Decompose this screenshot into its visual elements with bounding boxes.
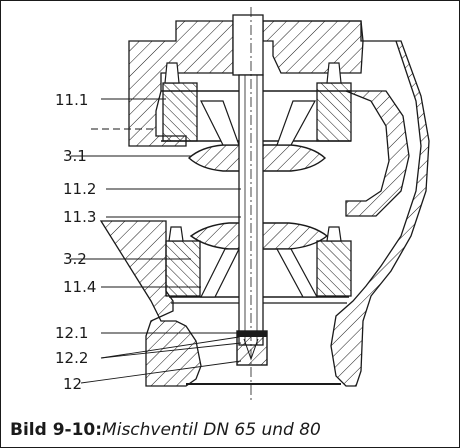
seat-ring-upper-left [162, 82, 198, 142]
seat-ring-lower-right [316, 240, 352, 297]
label-12: 12 [63, 375, 82, 393]
label-12-2: 12.2 [55, 349, 88, 367]
seat-lug-upper-right [326, 62, 342, 84]
valve-body-right-inner [262, 20, 364, 74]
nut-washer [237, 331, 267, 337]
label-3-2: 3.2 [63, 250, 87, 268]
valve-cross-section-drawing: 11.1 3.1 11.2 11.3 3.2 11.4 12.1 12.2 12 [55, 7, 430, 401]
seat-lug-lower-right [326, 226, 342, 242]
label-12-1: 12.1 [55, 324, 88, 342]
caption-text: Mischventil DN 65 und 80 [102, 420, 321, 440]
seat-lug-lower-left [168, 226, 184, 242]
label-11-4: 11.4 [63, 278, 96, 296]
seat-ring-lower-left [165, 240, 201, 297]
label-11-3: 11.3 [63, 208, 96, 226]
valve-body-right-cavity-wall [345, 90, 410, 217]
label-11-2: 11.2 [63, 180, 96, 198]
caption-number: Bild 9-10: [10, 420, 103, 440]
label-3-1: 3.1 [63, 147, 87, 165]
label-11-1: 11.1 [55, 91, 88, 109]
stem-guide-top [232, 14, 264, 76]
valve-body-left [128, 20, 234, 147]
figure-caption: Bild 9-10:Mischventil DN 65 und 80 [10, 420, 321, 440]
seat-lug-upper-left [164, 62, 180, 84]
valve-body-right [263, 20, 430, 387]
